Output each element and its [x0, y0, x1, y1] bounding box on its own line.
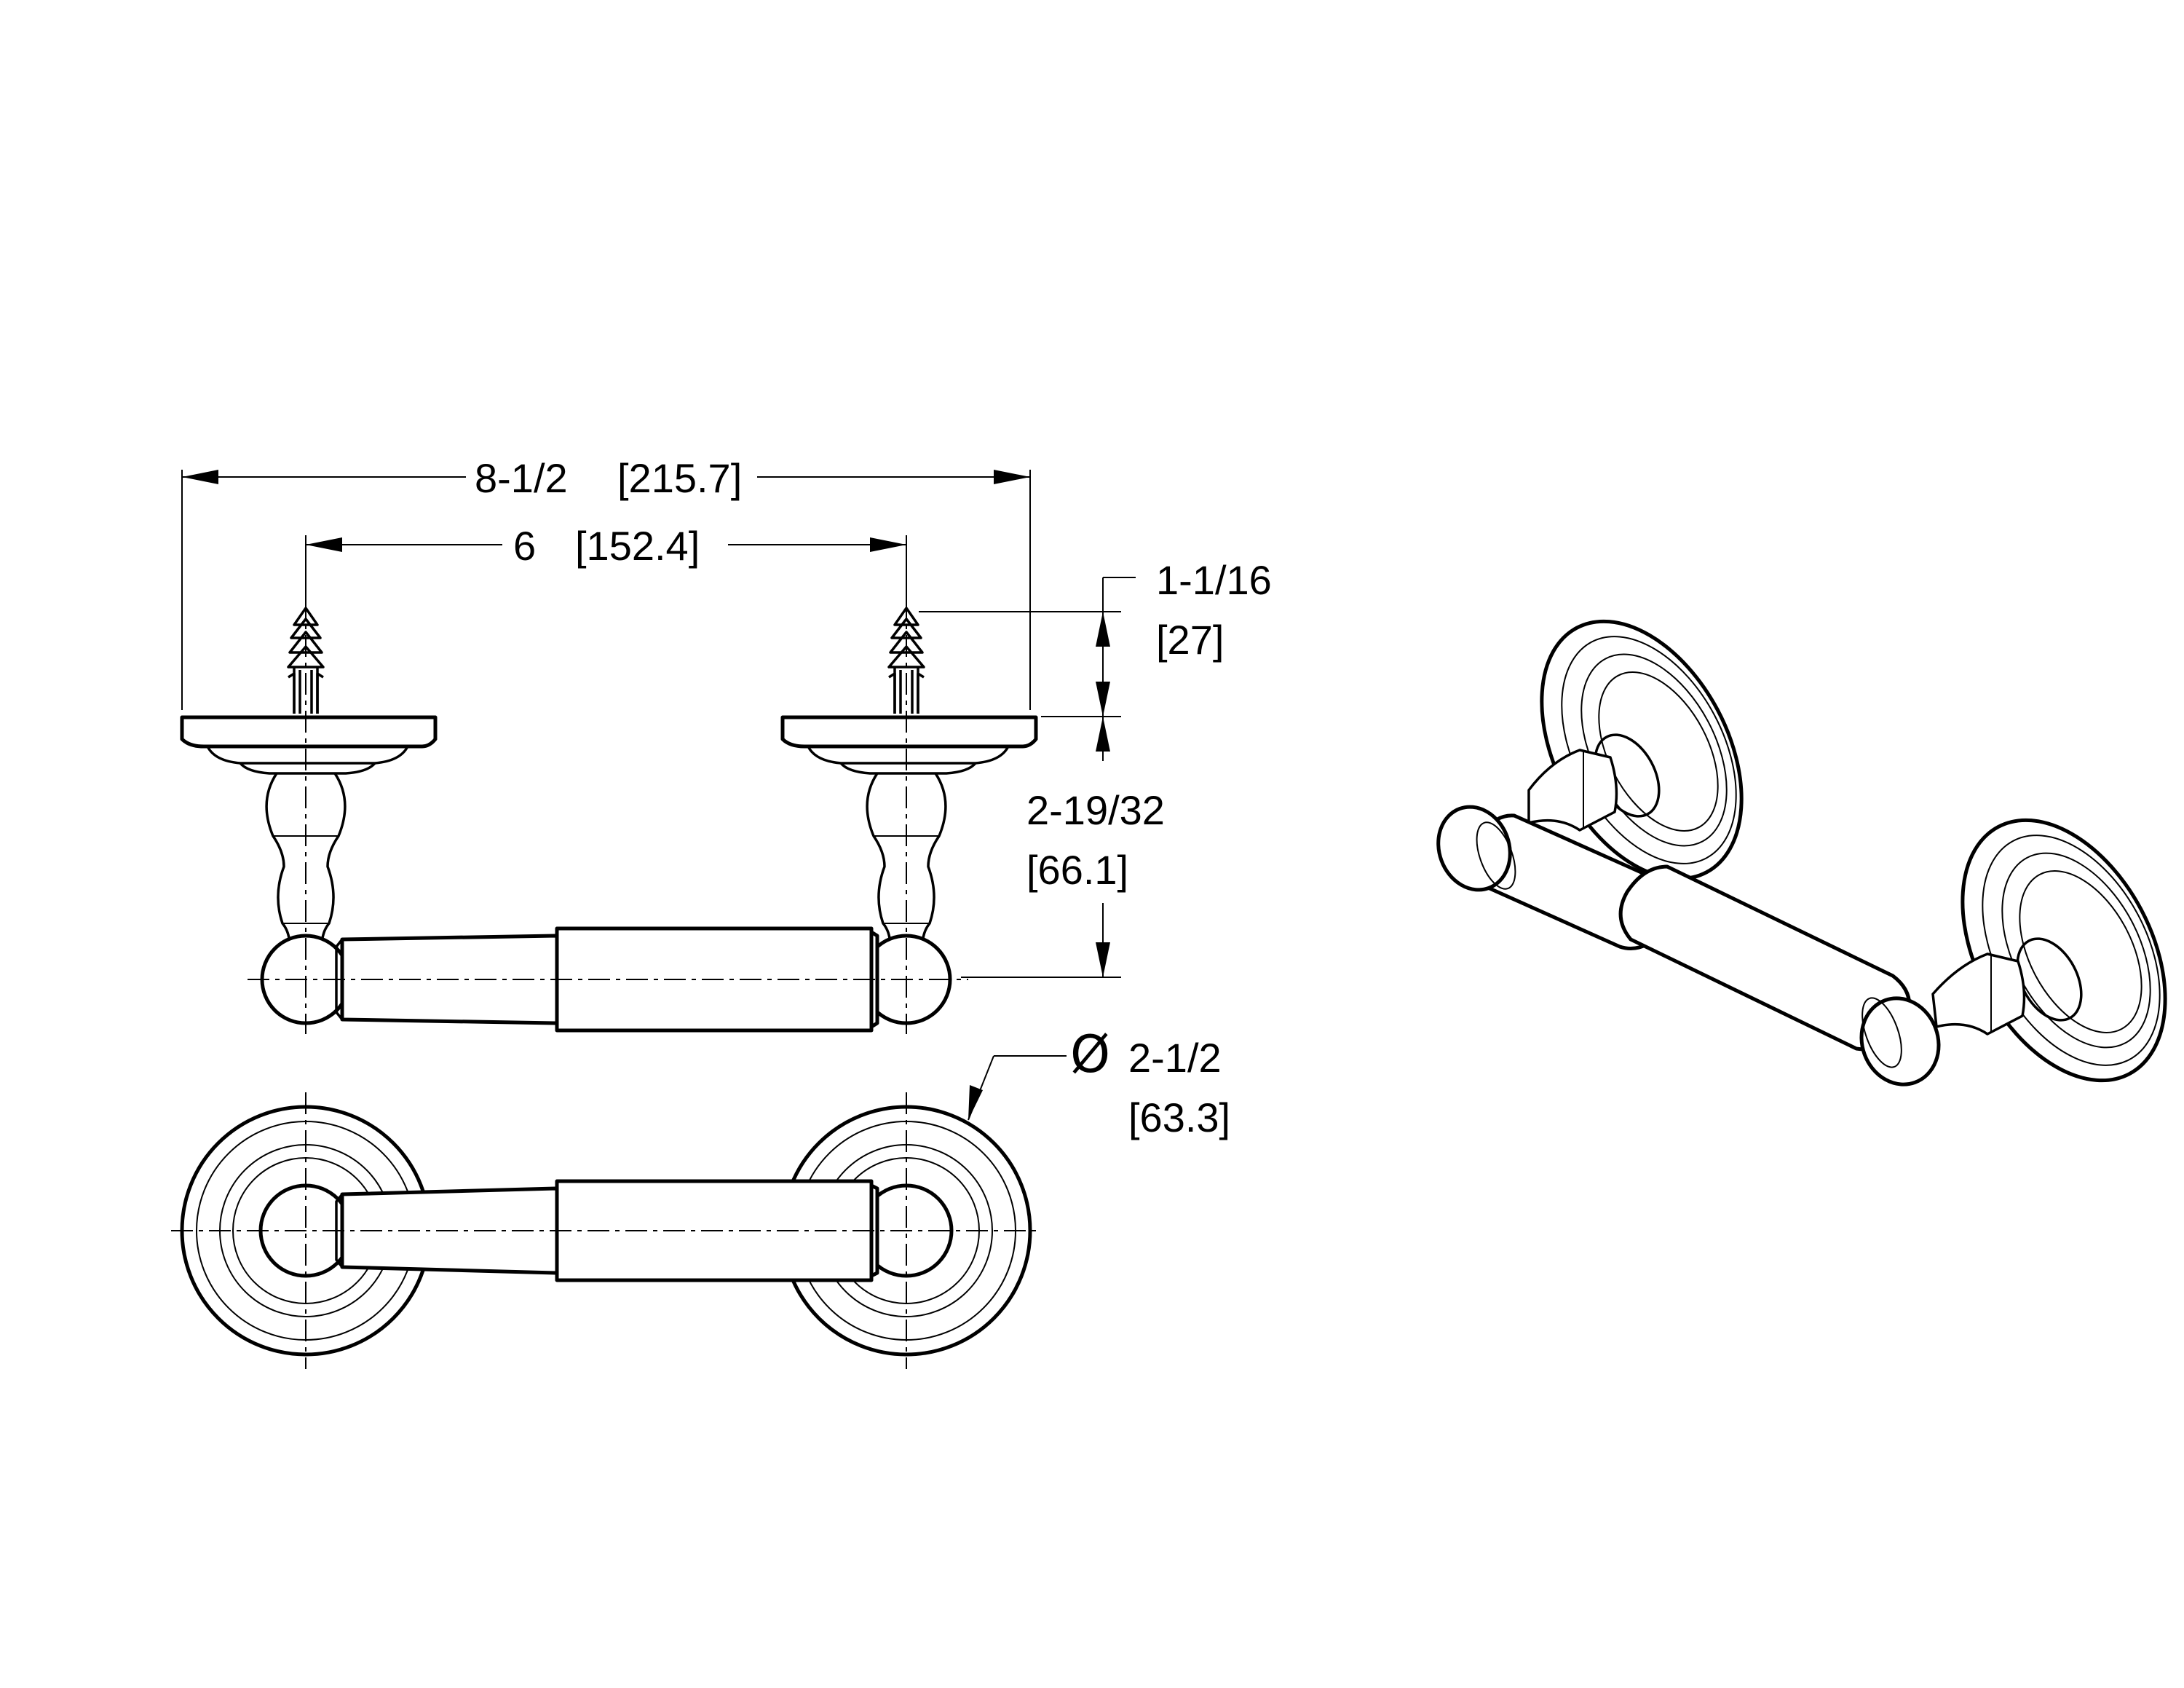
- diameter-symbol: Ø: [1070, 1025, 1110, 1084]
- iso-back-post: [1527, 749, 1618, 832]
- iso-front-rosette: [1961, 818, 2167, 1083]
- left-wall-anchor: [287, 607, 325, 714]
- top-plan-view: Ø 2-1/2 [63.3]: [171, 1025, 1230, 1369]
- mount-spacing-label: 6: [513, 523, 536, 569]
- projection-label: 2-19/32: [1026, 787, 1165, 833]
- diameter-dimension: Ø 2-1/2 [63.3]: [968, 1025, 1230, 1140]
- mount-spacing-metric: [152.4]: [575, 523, 700, 569]
- overall-width-metric: [215.7]: [617, 455, 742, 501]
- left-mounting-plate: [180, 715, 438, 749]
- front-elevation-view: 8-1/2 [215.7] 6 [152.4] 1-1/16 [27]: [180, 455, 1272, 1034]
- projection-metric: [66.1]: [1026, 847, 1128, 893]
- screw-length-label: 1-1/16: [1156, 557, 1272, 603]
- mount-spacing-dimension: 6 [152.4]: [305, 523, 907, 604]
- iso-front-post: [1931, 953, 2026, 1036]
- diameter-metric: [63.3]: [1128, 1095, 1230, 1140]
- overall-width-dimension: 8-1/2 [215.7]: [181, 455, 1031, 710]
- screw-length-dimension: 1-1/16 [27]: [919, 557, 1272, 761]
- screw-length-metric: [27]: [1156, 617, 1224, 663]
- right-mounting-plate: [780, 715, 1038, 749]
- projection-dimension: 2-19/32 [66.1]: [961, 787, 1165, 978]
- iso-back-knob: [1436, 805, 1512, 892]
- right-wall-anchor: [887, 607, 925, 714]
- diameter-label: 2-1/2: [1128, 1035, 1222, 1081]
- overall-width-label: 8-1/2: [475, 455, 568, 501]
- isometric-view: [1436, 619, 2167, 1086]
- iso-roller: [1436, 805, 1941, 1086]
